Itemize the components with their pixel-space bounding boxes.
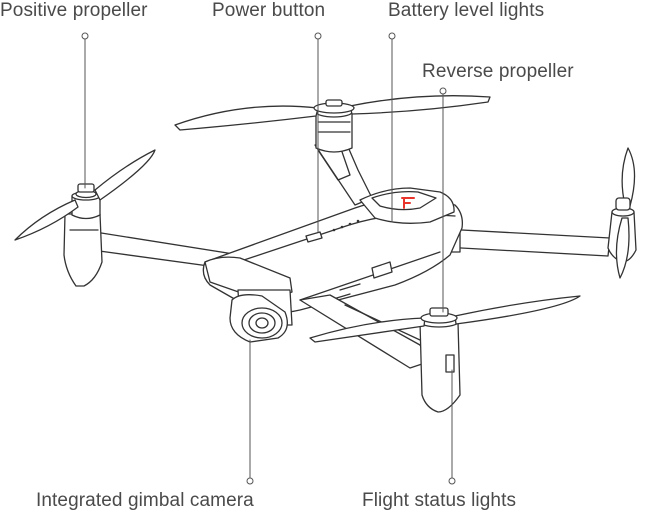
reverse-propeller: [174, 95, 491, 131]
front-right-motor: [419, 316, 461, 413]
left-arm: [63, 213, 241, 287]
flight-status-lights-label: Flight status lights: [362, 490, 517, 511]
callout-lines: [84, 35, 453, 479]
battery-level-lights: [332, 219, 360, 232]
gimbal-camera: [229, 289, 293, 343]
fimi-logo: [401, 197, 415, 209]
rear-right-motor: [315, 106, 353, 153]
positive-propeller-label: Positive propeller: [0, 0, 148, 21]
gimbal-camera-label: Integrated gimbal camera: [36, 490, 254, 511]
positive-propeller: [14, 149, 156, 241]
battery-level-lights-label: Battery level lights: [388, 0, 545, 21]
callout-dots: [81, 32, 456, 485]
reverse-propeller-label: Reverse propeller: [422, 61, 574, 82]
right-propeller: [615, 147, 636, 279]
power-button-label: Power button: [212, 0, 326, 21]
front-right-propeller: [309, 295, 581, 343]
power-button: [305, 231, 323, 243]
battery-top-plate: [359, 187, 455, 224]
